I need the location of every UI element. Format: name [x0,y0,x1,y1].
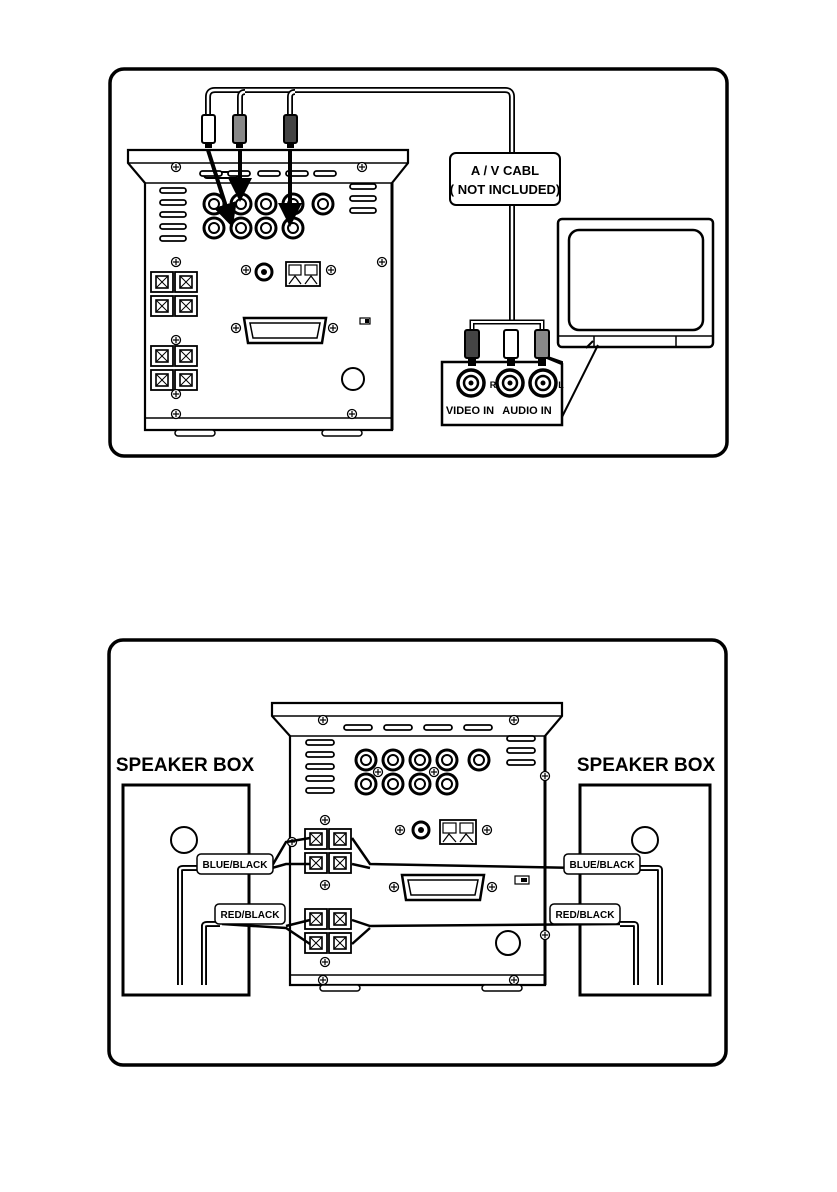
wire-label-blue-right: BLUE/BLACK [564,854,640,874]
wire-label-blue-left: BLUE/BLACK [197,854,273,874]
cable-label-box: A / V CABL ( NOT INCLUDED) [450,153,561,205]
speaker-box-left-label: SPEAKER BOX [116,755,255,776]
speaker-connection-diagram: SPEAKER BOX SPEAKER BOX [109,640,726,1065]
speaker-box-right-label: SPEAKER BOX [577,755,716,776]
jack-l-label: L [558,380,564,390]
wire-label-red-right-text: RED/BLACK [556,910,616,921]
speaker-box-right [580,785,710,995]
jack-r-label: R [490,380,497,390]
speaker-box-left [123,785,249,995]
wire-label-blue-left-text: BLUE/BLACK [203,860,269,871]
main-unit-back-panel [128,150,408,436]
video-in-label: VIDEO IN [446,405,494,417]
cable-label-line1: A / V CABL [471,163,539,178]
cable-label-line2: ( NOT INCLUDED) [450,182,561,197]
wire-label-red-left: RED/BLACK [215,904,285,924]
wire-label-blue-right-text: BLUE/BLACK [570,860,636,871]
main-unit-back-panel-2 [272,703,562,991]
audio-in-label: AUDIO IN [502,405,552,417]
av-connection-diagram: A / V CABL ( NOT INCLUDED) [110,69,727,456]
wire-label-red-left-text: RED/BLACK [221,910,281,921]
wire-label-red-right: RED/BLACK [550,904,620,924]
